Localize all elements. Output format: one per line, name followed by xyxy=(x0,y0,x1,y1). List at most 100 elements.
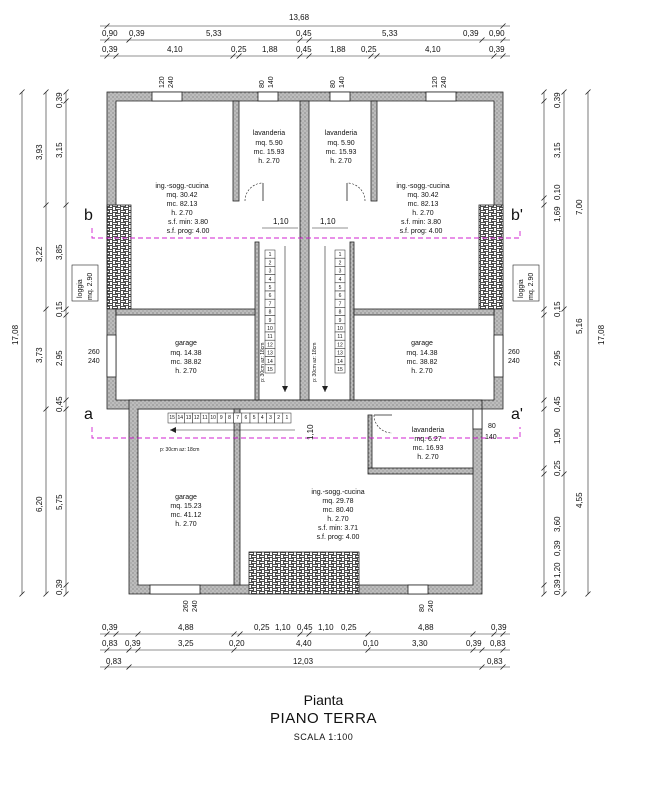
dim-tick xyxy=(237,631,243,637)
stair-left-arrow xyxy=(282,386,288,392)
room-height: h. 2.70 xyxy=(175,368,197,375)
window-top-2 xyxy=(257,91,279,102)
window-left-a: 260 xyxy=(88,349,100,356)
dim-tick xyxy=(306,37,312,43)
dim-tick xyxy=(43,306,49,312)
dim-tick xyxy=(561,306,567,312)
dim-tick xyxy=(63,397,69,403)
stairs: 1234567891011121314151234567891011121314… xyxy=(167,246,346,433)
stair-bottom-step-number: 1 xyxy=(286,415,289,421)
dim-bot-r2-7: 0,39 xyxy=(466,639,482,648)
dim-tick xyxy=(491,53,497,59)
room-volume: mc. 15.93 xyxy=(254,149,285,156)
window-right-a: 260 xyxy=(508,349,520,356)
dim-right-in-11: 1,20 xyxy=(553,562,562,578)
stair-bottom-step-number: 10 xyxy=(210,415,216,421)
stair-right-step-number: 13 xyxy=(337,351,343,357)
room-name: lavanderia xyxy=(325,130,357,137)
stair-bottom-step-number: 6 xyxy=(245,415,248,421)
stair-left-step-number: 9 xyxy=(269,318,272,324)
dims-right: 17,08 7,00 5,16 4,55 0,39 3,15 0,10 1,69… xyxy=(553,92,606,595)
door-arc-lav-left xyxy=(244,182,264,202)
dim-tick xyxy=(561,471,567,477)
stair-right-step-number: 7 xyxy=(339,301,342,307)
dim-tick xyxy=(491,631,497,637)
dim-bot-r2-1: 0,39 xyxy=(125,639,141,648)
dim-bot-r2-4: 4,40 xyxy=(296,639,312,648)
room-area: mq. 14.38 xyxy=(406,350,437,357)
dim-tick xyxy=(63,591,69,597)
room-lavanderia-left: lavanderia mq. 5.90 mc. 15.93 h. 2.70 xyxy=(253,130,285,165)
dim-tick xyxy=(113,631,119,637)
dim-left-outer: 17,08 xyxy=(11,324,20,345)
stair-left-step-number: 12 xyxy=(267,342,273,348)
dim-tick xyxy=(126,647,132,653)
dim-tick xyxy=(63,306,69,312)
room-garage-middle-left: garage mq. 14.38 mc. 38.82 h. 2.70 xyxy=(170,340,201,375)
room-name: garage xyxy=(175,340,197,347)
room-garage-bottom-left: garage mq. 15.23 mc. 41.12 h. 2.70 xyxy=(170,494,201,528)
stair-bottom-tread xyxy=(282,412,292,424)
dim-right-in-9: 3,60 xyxy=(553,516,562,532)
room-height: h. 2.70 xyxy=(327,516,349,523)
room-volume: mc. 82.13 xyxy=(167,201,198,208)
dim-tick xyxy=(585,591,591,597)
dim-tick xyxy=(231,631,237,637)
passage-bottom: 1,10 xyxy=(306,424,315,440)
dim-tick xyxy=(541,471,547,477)
window-top-3-b: 140 xyxy=(339,76,346,88)
room-ingresso-top-right: ing.-sogg.-cucina mq. 30.42 mc. 82.13 h.… xyxy=(396,183,449,235)
dim-bot-r3-0: 0,83 xyxy=(106,657,122,666)
stair-right-step-number: 14 xyxy=(337,359,343,365)
room-sf-min: s.f. min: 3.71 xyxy=(318,525,358,532)
room-sf-min: s.f. min: 3.80 xyxy=(401,219,441,226)
door-lines xyxy=(262,183,392,416)
dim-tick xyxy=(306,631,312,637)
section-label-a-prime: a' xyxy=(511,406,523,423)
dim-right-in-6: 0,45 xyxy=(553,396,562,412)
dim-bot-r2-8: 0,83 xyxy=(490,639,506,648)
room-height: h. 2.70 xyxy=(411,368,433,375)
dim-bot-r2-2: 3,25 xyxy=(178,639,194,648)
room-name: garage xyxy=(411,340,433,347)
loggia-right-area: mq. 2.90 xyxy=(528,273,535,300)
room-sf-prog: s.f. prog: 4.00 xyxy=(167,228,210,235)
stair-note-right: p: 30cm az: 18cm xyxy=(312,343,318,382)
room-name: garage xyxy=(175,494,197,501)
dim-tick xyxy=(500,664,506,670)
dim-tick xyxy=(231,647,237,653)
window-top-2-b: 140 xyxy=(268,76,275,88)
loggia-right-name: loggia xyxy=(518,279,525,298)
loggia-brick-right xyxy=(478,204,504,310)
stair-bottom-step-number: 11 xyxy=(202,415,207,421)
room-volume: mc. 82.13 xyxy=(408,201,439,208)
room-area: mq. 29.78 xyxy=(322,498,353,505)
stair-left-step-number: 11 xyxy=(267,334,272,340)
dim-tick xyxy=(470,647,476,653)
dim-tick xyxy=(63,406,69,412)
window-top-1-b: 240 xyxy=(168,76,175,88)
dim-tick xyxy=(43,202,49,208)
passage-labels: 1,10 1,10 1,10 xyxy=(262,217,348,440)
dim-bot-r1-7: 4,88 xyxy=(418,623,434,632)
window-top-1-a: 120 xyxy=(159,76,166,88)
dim-tick xyxy=(479,647,485,653)
dim-tick xyxy=(365,647,371,653)
dimension-ticks xyxy=(19,23,591,670)
dim-left-in-5: 0,45 xyxy=(55,396,64,412)
stair-left-step-number: 14 xyxy=(267,359,273,365)
room-lavanderia-bottom: lavanderia mq. 6.27 mc. 16.93 h. 2.70 xyxy=(412,427,444,461)
dim-bot-r2-6: 3,30 xyxy=(412,639,428,648)
dim-tick xyxy=(43,406,49,412)
wall-garage-lower-left xyxy=(233,408,241,586)
stair-right-step-number: 10 xyxy=(337,326,343,332)
window-labels: 120 240 80 140 80 140 120 240 260 240 26… xyxy=(88,76,520,612)
stair-left-step-number: 4 xyxy=(269,277,272,283)
dim-tick xyxy=(63,98,69,104)
stair-left-step-number: 8 xyxy=(269,310,272,316)
dim-left-in-0: 0,39 xyxy=(55,92,64,108)
window-bottom-2 xyxy=(407,584,429,595)
window-top-4-a: 120 xyxy=(432,76,439,88)
plan-floor-name: PIANO TERRA xyxy=(270,710,377,727)
